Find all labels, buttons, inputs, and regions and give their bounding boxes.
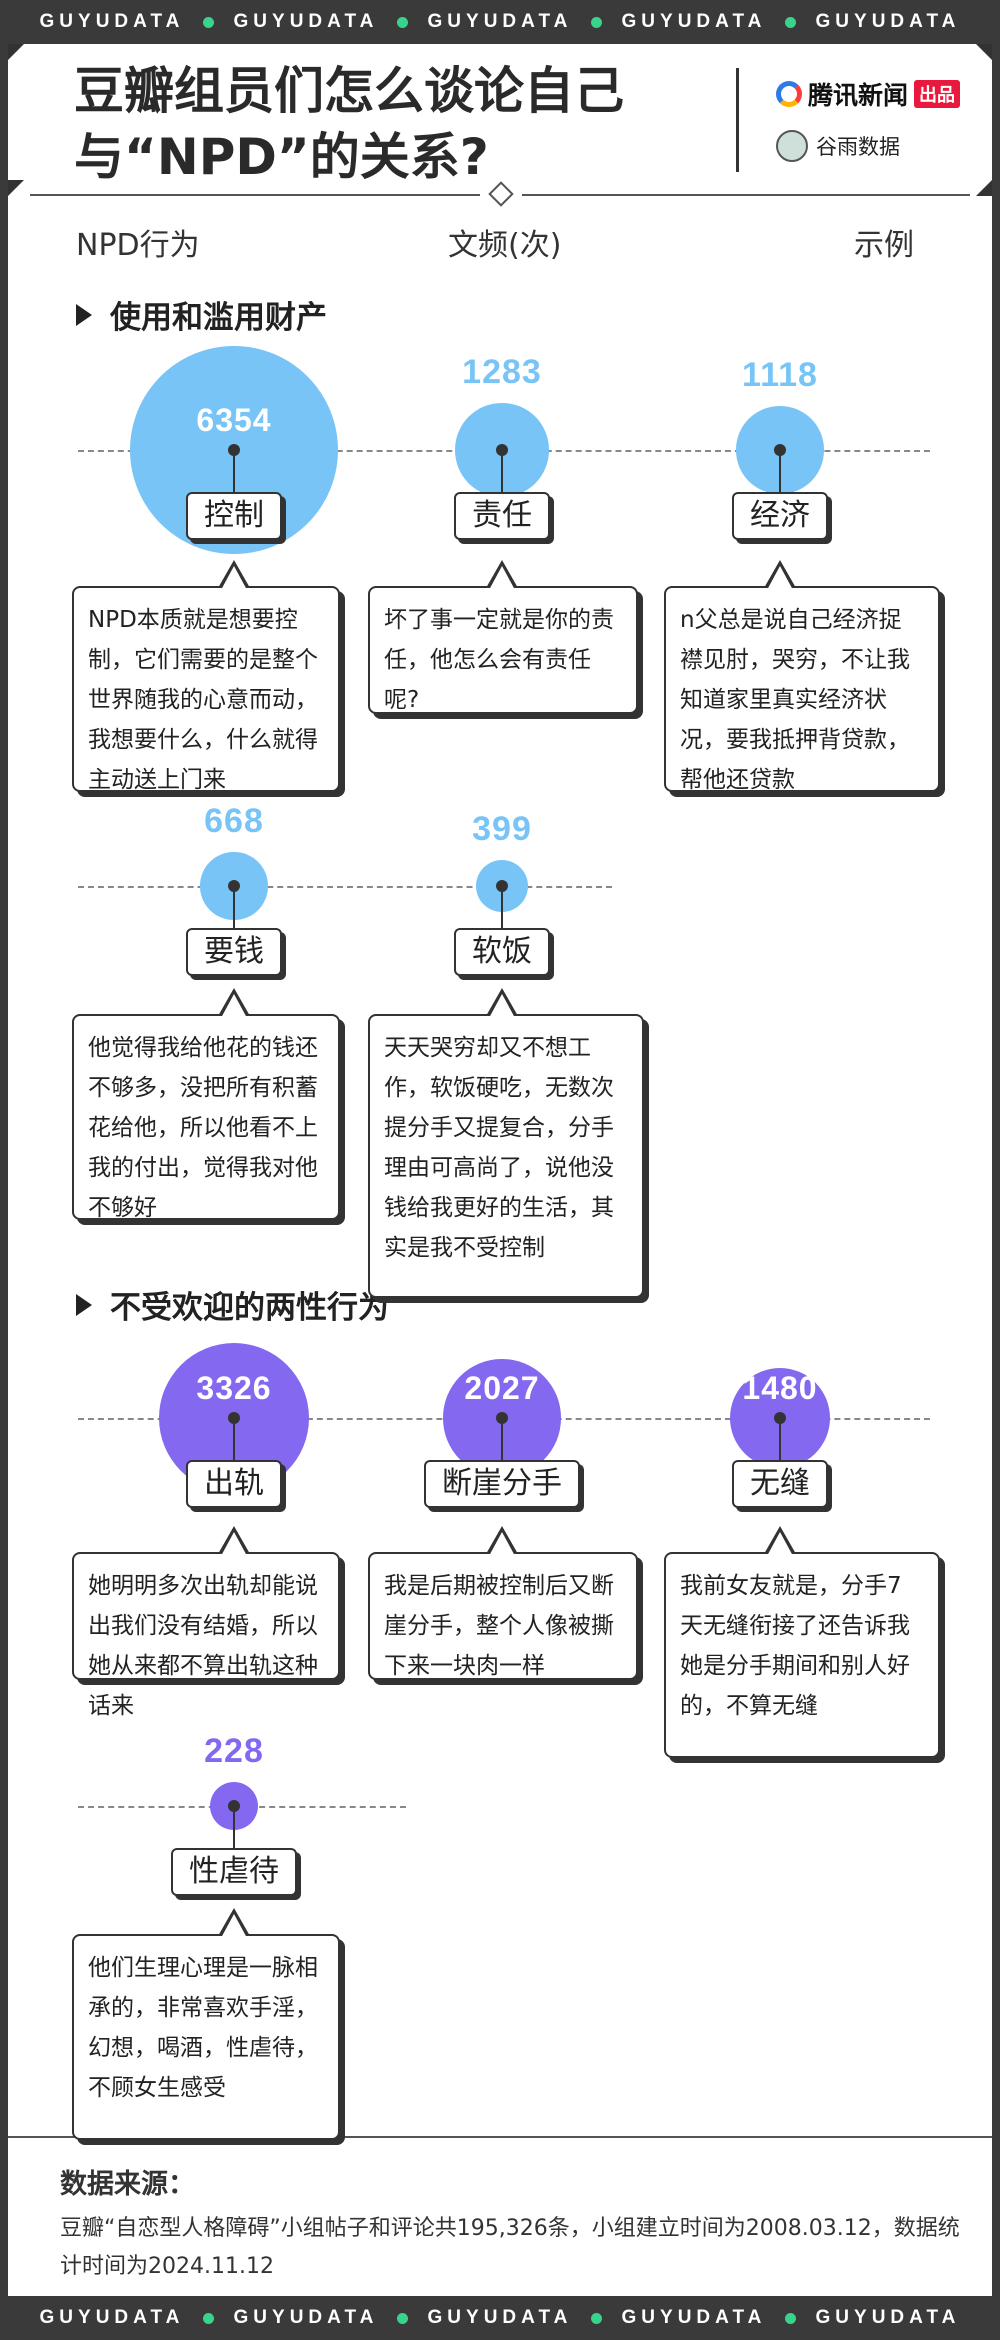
pin-dot — [228, 880, 240, 892]
pin-line — [233, 1418, 235, 1460]
bubble-value: 399 — [472, 809, 532, 848]
box-notch-inner — [221, 1532, 247, 1556]
corner-triangle-icon — [8, 180, 24, 196]
example-box: 她明明多次出轨却能说出我们没有结婚，所以她从来都不算出轨这种话来 — [72, 1552, 340, 1719]
section-title: 使用和滥用财产 — [76, 292, 327, 337]
box-notch-inner — [489, 566, 515, 590]
column-header-behavior: NPD行为 — [76, 228, 200, 263]
pin-dot — [774, 444, 786, 456]
brand-text: GUYUDATA — [815, 11, 961, 32]
behavior-label: 责任 — [454, 492, 550, 540]
brand-text: GUYUDATA — [233, 11, 379, 32]
header-rule — [522, 194, 970, 196]
header-divider — [736, 68, 739, 172]
top-brand-band: GUYUDATA GUYUDATA GUYUDATA GUYUDATA GUYU… — [0, 0, 1000, 44]
behavior-label: 断崖分手 — [424, 1460, 580, 1508]
section-title: 不受欢迎的两性行为 — [76, 1282, 389, 1327]
triangle-bullet-icon — [76, 303, 92, 326]
column-header-example: 示例 — [854, 228, 914, 263]
pin-dot — [496, 1412, 508, 1424]
pin-line — [779, 450, 781, 492]
behavior-label: 无缝 — [732, 1460, 828, 1508]
example-box: 我是后期被控制后又断崖分手，整个人像被撕下来一块肉一样 — [368, 1552, 638, 1680]
brand-text: GUYUDATA — [427, 11, 573, 32]
pin-dot — [496, 444, 508, 456]
bubble-value: 6354 — [196, 402, 272, 438]
bubble-value: 228 — [204, 1732, 264, 1770]
dot-icon — [397, 2312, 409, 2324]
pin-line — [501, 450, 503, 492]
bubble-value: 1118 — [742, 356, 818, 395]
brand-text: GUYUDATA — [621, 2307, 767, 2328]
behavior-label: 软饭 — [454, 928, 550, 976]
box-notch-inner — [767, 566, 793, 590]
guyu-logo-icon — [776, 130, 808, 162]
pin-line — [501, 1418, 503, 1460]
pin-dot — [774, 1412, 786, 1424]
behavior-label: 出轨 — [186, 1460, 282, 1508]
example-box: 他们生理心理是一脉相承的，非常喜欢手淫，幻想，喝酒，性虐待，不顾女生感受 — [72, 1934, 340, 2140]
dot-icon — [397, 16, 409, 28]
row-dashed-line — [78, 886, 612, 888]
source-text: 豆瓣“自恋型人格障碍”小组帖子和评论共195,326条，小组建立时间为2008.… — [60, 2216, 960, 2279]
column-header-frequency: 文频(次) — [448, 228, 562, 263]
tencent-news-icon — [776, 81, 802, 107]
box-notch-inner — [767, 1532, 793, 1556]
box-notch-inner — [489, 1532, 515, 1556]
box-notch-inner — [489, 994, 515, 1018]
corner-triangle-icon — [8, 44, 24, 60]
pin-line — [233, 450, 235, 492]
guyu-data-logo: 谷雨数据 — [776, 130, 900, 162]
bubble-value: 1480 — [742, 1370, 818, 1406]
pin-dot — [228, 1800, 240, 1812]
source-title: 数据来源： — [60, 2169, 195, 2200]
corner-triangle-icon — [976, 180, 992, 196]
box-notch-inner — [221, 566, 247, 590]
behavior-label: 控制 — [186, 492, 282, 540]
pin-line — [233, 1806, 235, 1848]
brand-text: GUYUDATA — [621, 11, 767, 32]
pin-dot — [228, 1412, 240, 1424]
dot-icon — [203, 2312, 215, 2324]
header-rule — [30, 194, 480, 196]
pin-line — [779, 1418, 781, 1460]
brand-text: GUYUDATA — [39, 11, 185, 32]
box-notch-inner — [221, 1914, 247, 1938]
dot-icon — [203, 16, 215, 28]
dot-icon — [785, 2312, 797, 2324]
behavior-label: 要钱 — [186, 928, 282, 976]
brand-text: GUYUDATA — [815, 2307, 961, 2328]
brand-text: GUYUDATA — [39, 2307, 185, 2328]
pin-line — [233, 886, 235, 928]
example-box: 他觉得我给他花的钱还不够多，没把所有积蓄花给他，所以他看不上我的付出，觉得我对他… — [72, 1014, 340, 1221]
behavior-label: 经济 — [732, 492, 828, 540]
bottom-brand-band: GUYUDATA GUYUDATA GUYUDATA GUYUDATA GUYU… — [0, 2296, 1000, 2340]
brand-text: GUYUDATA — [427, 2307, 573, 2328]
behavior-label: 性虐待 — [171, 1848, 297, 1896]
example-box: 我前女友就是，分手7天无缝衔接了还告诉我她是分手期间和别人好的，不算无缝 — [664, 1552, 940, 1758]
dot-icon — [591, 16, 603, 28]
example-box: 坏了事一定就是你的责任，他怎么会有责任呢? — [368, 586, 638, 714]
example-box: n父总是说自己经济捉襟见肘，哭穷，不让我知道家里真实经济状况，要我抵押背贷款，帮… — [664, 586, 940, 793]
dot-icon — [785, 16, 797, 28]
box-notch-inner — [221, 994, 247, 1018]
infographic-card: 豆瓣组员们怎么谈论自己 与“NPD”的关系? 腾讯新闻 出品 谷雨数据 NPD行… — [8, 44, 992, 2296]
pin-line — [501, 886, 503, 928]
page-title: 豆瓣组员们怎么谈论自己 与“NPD”的关系? — [74, 62, 624, 186]
example-box: NPD本质就是想要控制，它们需要的是整个世界随我的心意而动，我想要什么，什么就得… — [72, 586, 340, 793]
dot-icon — [591, 2312, 603, 2324]
example-box: 天天哭穷却又不想工作，软饭硬吃，无数次提分手又提复合，分手理由可高尚了，说他没钱… — [368, 1014, 644, 1298]
brand-text: GUYUDATA — [233, 2307, 379, 2328]
source-divider — [8, 2136, 992, 2138]
pin-dot — [228, 444, 240, 456]
bubble-value: 668 — [204, 802, 264, 841]
bubble-value: 1283 — [462, 353, 542, 392]
publisher-logo: 腾讯新闻 出品 — [776, 76, 961, 112]
pin-dot — [496, 880, 508, 892]
triangle-bullet-icon — [76, 1293, 92, 1316]
bubble-value: 2027 — [464, 1370, 540, 1406]
bubble-value: 3326 — [196, 1370, 272, 1406]
corner-triangle-icon — [976, 44, 992, 60]
